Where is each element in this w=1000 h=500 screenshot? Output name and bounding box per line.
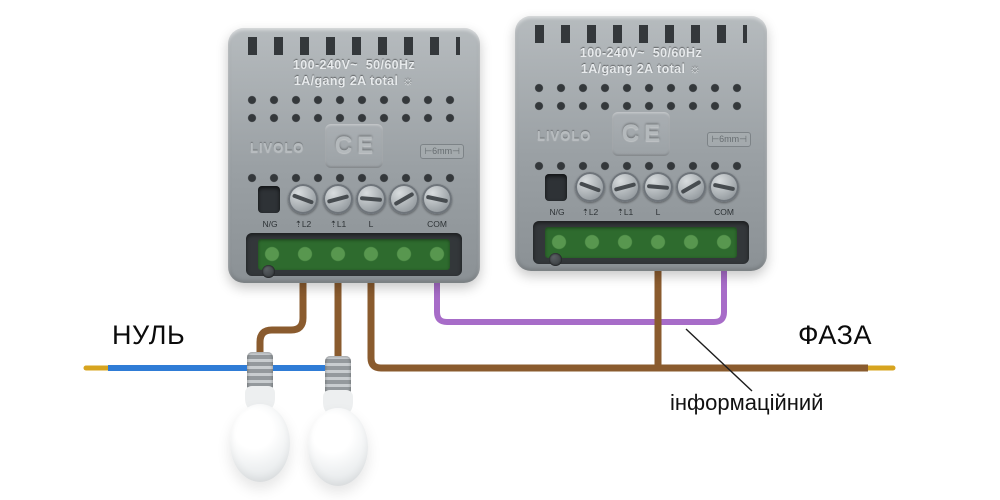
switch-module-2: 100-240V~ 50/60Hz 1A/gang 2A total ☼ LIV… xyxy=(515,16,767,271)
terminal-label-ng: N/G xyxy=(549,207,565,217)
terminal-screw xyxy=(356,184,386,214)
vent-holes xyxy=(246,170,462,186)
terminal-label-com: COM xyxy=(714,207,734,217)
light-bulb-1 xyxy=(228,352,292,484)
power-rating-line2: 1A/gang 2A total ☼ xyxy=(580,62,702,76)
terminal-screw xyxy=(422,184,452,214)
power-rating-line1: 100-240V~ 50/60Hz xyxy=(292,58,416,72)
terminal-label-l1: ⇡L1 xyxy=(616,207,634,217)
terminal-screw xyxy=(610,172,640,202)
bulb-globe xyxy=(230,404,290,482)
wire-gauge-mark: ⊢6mm⊣ xyxy=(707,132,751,147)
terminal-block xyxy=(545,227,737,258)
terminal-screw xyxy=(288,184,318,214)
bulb-globe xyxy=(308,408,368,486)
phase-wire xyxy=(367,265,868,372)
power-rating-line2: 1A/gang 2A total ☼ xyxy=(293,74,415,88)
terminal-label-l: L xyxy=(655,207,661,217)
lamp-wire-1 xyxy=(256,265,307,370)
wire-gauge-mark: ⊢6mm⊣ xyxy=(420,144,464,159)
vent-holes xyxy=(533,158,749,174)
brand-logo: LIVOLO xyxy=(537,128,592,143)
neutral-label: НУЛЬ xyxy=(112,320,186,350)
phase-label: ФАЗА xyxy=(798,320,872,350)
info-pointer-line xyxy=(685,328,753,392)
vent-holes xyxy=(533,80,749,116)
terminal-screw xyxy=(323,184,353,214)
vent-slots xyxy=(535,25,747,43)
terminal-screw xyxy=(643,172,673,202)
info-wire xyxy=(434,255,727,325)
terminal-label-l: L xyxy=(368,219,374,229)
vent-holes xyxy=(246,92,462,128)
ce-mark-plate: CE xyxy=(612,112,670,156)
terminal-screw xyxy=(575,172,605,202)
brand-logo: LIVOLO xyxy=(250,140,305,155)
ng-terminal-slot xyxy=(545,174,567,201)
terminal-screw xyxy=(709,172,739,202)
ce-mark: CE xyxy=(334,132,379,159)
bulb-screw-base xyxy=(247,352,273,390)
switch-module-1: 100-240V~ 50/60Hz 1A/gang 2A total ☼ LIV… xyxy=(228,28,480,283)
ce-mark-plate: CE xyxy=(325,124,383,168)
info-wire-label: інформаційний xyxy=(670,390,824,415)
terminal-label-l2: ⇡L2 xyxy=(581,207,599,217)
ng-terminal-slot xyxy=(258,186,280,213)
brightness-icon: ☼ xyxy=(689,62,702,76)
terminal-screw xyxy=(389,184,419,214)
mounting-screw xyxy=(549,253,562,266)
terminal-label-com: COM xyxy=(427,219,447,229)
terminal-label-l1: ⇡L1 xyxy=(329,219,347,229)
vent-slots xyxy=(248,37,460,55)
bulb-screw-base xyxy=(325,356,351,394)
power-rating-line1: 100-240V~ 50/60Hz xyxy=(579,46,703,60)
mounting-screw xyxy=(262,265,275,278)
light-bulb-2 xyxy=(306,356,370,488)
brightness-icon: ☼ xyxy=(402,74,415,88)
terminal-label-l2: ⇡L2 xyxy=(294,219,312,229)
terminal-screw xyxy=(676,172,706,202)
terminal-label-ng: N/G xyxy=(262,219,278,229)
ce-mark: CE xyxy=(621,120,666,147)
terminal-block xyxy=(258,239,450,270)
